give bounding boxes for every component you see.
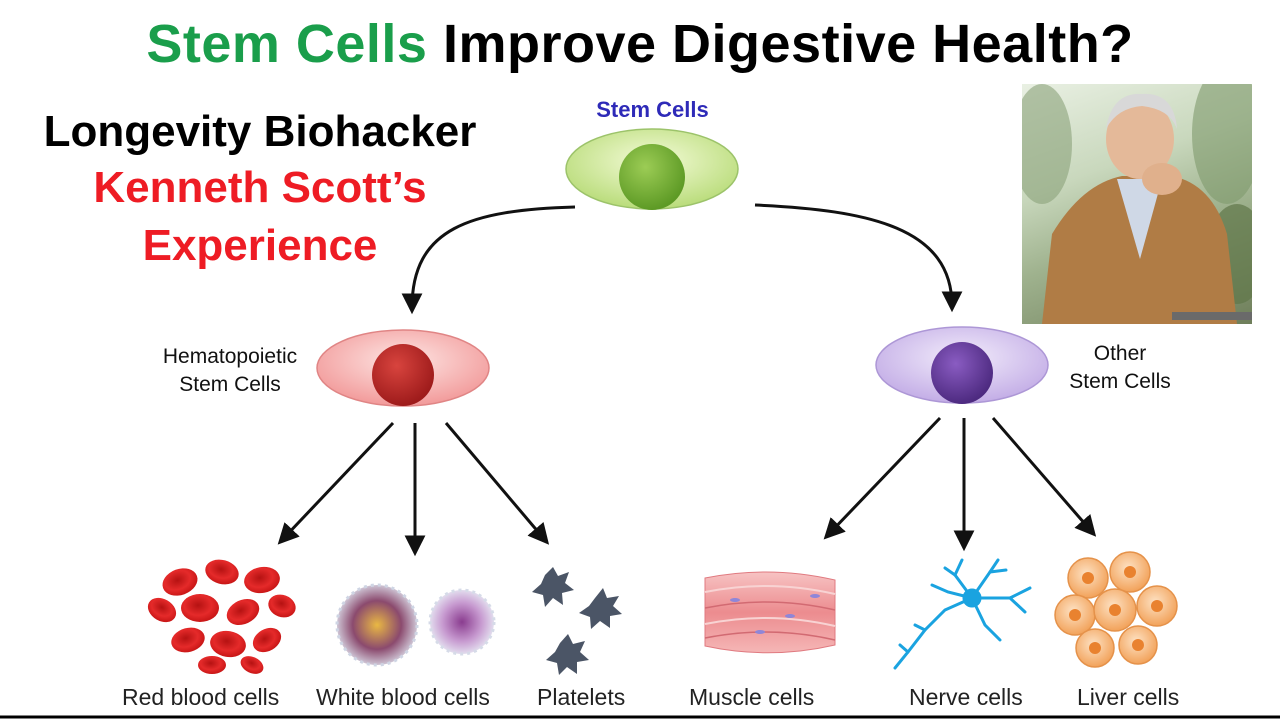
subtitle-line-2: Kenneth Scott’s — [93, 163, 427, 212]
arrow-to-platelets — [444, 422, 550, 545]
other-label-line-1: Other — [1093, 342, 1147, 365]
hematopoietic-label: Hematopoietic Stem Cells — [140, 343, 320, 399]
other-label-line-2: Stem Cells — [1069, 370, 1171, 393]
other-stem-cells-label: Other Stem Cells — [1050, 340, 1190, 396]
platelets-label: Platelets — [537, 684, 626, 710]
arrow-to-hematopoietic — [401, 205, 576, 315]
nerve-cell-illustration — [893, 558, 1032, 670]
root-stem-cells-label: Stem Cells — [596, 97, 709, 122]
person-photo — [1022, 84, 1252, 324]
title-rest: Improve Digestive Health? — [442, 14, 1134, 74]
arrow-to-muscle-cells — [823, 416, 942, 540]
hematopoietic-label-line-2: Stem Cells — [179, 373, 281, 396]
subtitle-line-1: Longevity Biohacker — [43, 107, 477, 156]
arrow-to-other — [754, 203, 963, 313]
hematopoietic-stem-cell — [316, 329, 490, 407]
person-illustration — [1022, 84, 1252, 324]
title-accent: Stem Cells — [146, 14, 428, 74]
page-title: Stem Cells Improve Digestive Health? — [0, 12, 1280, 76]
arrow-to-liver-cells — [991, 417, 1097, 537]
hematopoietic-label-line-1: Hematopoietic — [162, 345, 298, 368]
muscle-cells-illustration — [704, 571, 836, 654]
other-stem-cell — [875, 326, 1049, 404]
platelets-illustration — [532, 567, 622, 675]
white-blood-cells-label: White blood cells — [316, 684, 490, 710]
liver-cells-label: Liver cells — [1077, 684, 1180, 710]
root-stem-cell — [565, 128, 739, 210]
subtitle-block: Longevity Biohacker Kenneth Scott’s Expe… — [0, 104, 520, 276]
white-blood-cells-illustration — [335, 583, 496, 667]
muscle-cells-label: Muscle cells — [689, 684, 815, 710]
red-blood-cells-label: Red blood cells — [122, 684, 280, 710]
subtitle-line-3: Experience — [142, 221, 378, 270]
red-blood-cells-illustration — [147, 559, 296, 674]
nerve-cells-label: Nerve cells — [909, 684, 1023, 710]
liver-cells-illustration — [1054, 551, 1178, 668]
arrow-to-red-blood-cells — [277, 421, 395, 545]
